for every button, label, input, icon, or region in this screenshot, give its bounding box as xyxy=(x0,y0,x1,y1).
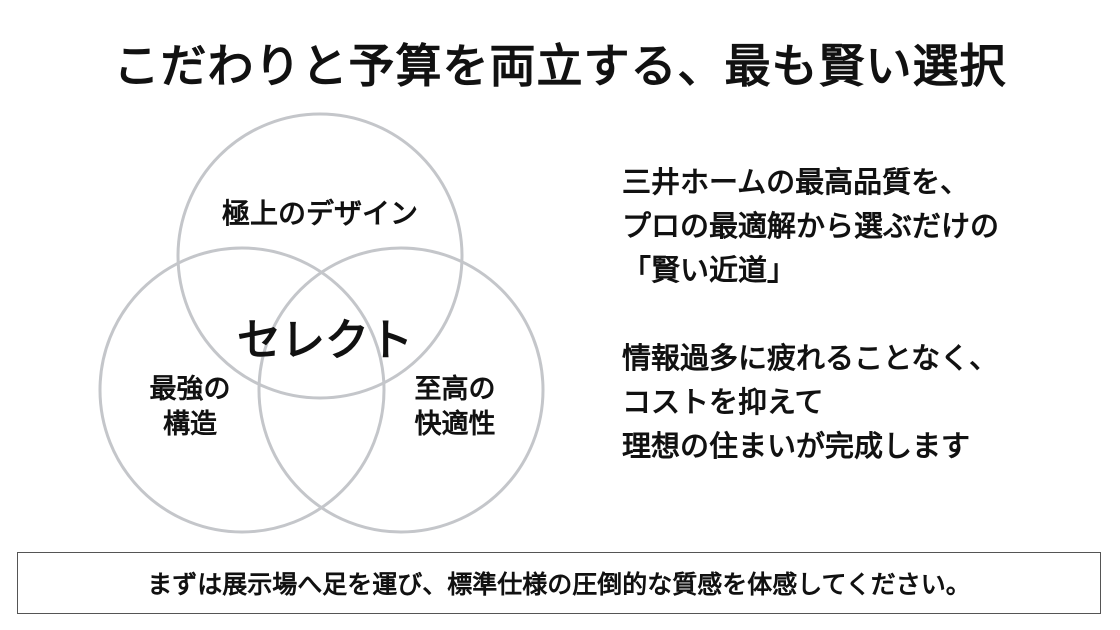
venn-label-line: 最強の xyxy=(149,374,231,405)
benefit-paragraph-2: 情報過多に疲れることなく、 コストを抑えて 理想の住まいが完成します xyxy=(622,336,998,468)
venn-label-line: 至高の xyxy=(414,374,496,405)
text-line: 理想の住まいが完成します xyxy=(622,429,971,463)
venn-label-line: 構造 xyxy=(163,409,217,441)
venn-circle-comfort xyxy=(257,246,545,534)
call-to-action-box: まずは展示場へ足を運び、標準仕様の圧倒的な質感を体感してください。 xyxy=(17,552,1101,614)
venn-label-comfort: 至高の 快適性 xyxy=(385,372,525,442)
text-line: 「賢い近道」 xyxy=(622,253,797,287)
venn-circle-structure xyxy=(98,246,386,534)
venn-circle-design xyxy=(176,112,464,400)
text-line: 情報過多に疲れることなく、 xyxy=(622,341,999,375)
venn-label-design: 極上のデザイン xyxy=(221,197,418,230)
text-line: 三井ホームの最高品質を、 xyxy=(622,165,970,199)
venn-label-line: 快適性 xyxy=(414,409,496,441)
call-to-action-text: まずは展示場へ足を運び、標準仕様の圧倒的な質感を体感してください。 xyxy=(147,570,971,599)
venn-label-structure: 最強の 構造 xyxy=(120,372,260,442)
venn-label-select: セレクト xyxy=(237,315,413,366)
text-line: プロの最適解から選ぶだけの xyxy=(622,209,1000,243)
text-line: コストを抑えて xyxy=(622,385,824,419)
benefit-paragraph-1: 三井ホームの最高品質を、 プロの最適解から選ぶだけの 「賢い近道」 xyxy=(622,160,999,292)
slide-title: こだわりと予算を両立する、最も賢い選択 xyxy=(113,39,1007,93)
